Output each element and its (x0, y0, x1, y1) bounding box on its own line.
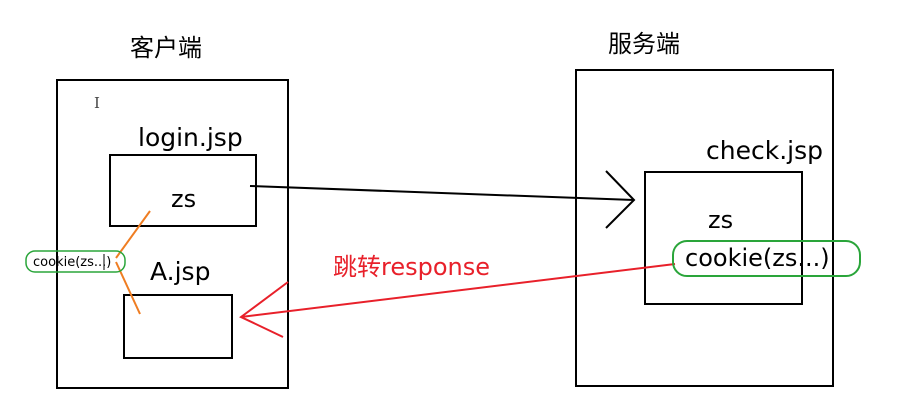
check-jsp-box (644, 171, 803, 305)
client-cookie-outline (25, 250, 126, 273)
login-jsp-value: zs (171, 185, 197, 213)
check-jsp-value: zs (708, 206, 734, 234)
check-jsp-label: check.jsp (706, 136, 823, 165)
a-jsp-label: A.jsp (150, 257, 211, 286)
login-jsp-label: login.jsp (138, 123, 243, 152)
a-jsp-box (123, 294, 233, 359)
client-title: 客户端 (130, 34, 202, 62)
request-arrow (249, 170, 636, 229)
client-cookie-label: cookie(zs...) (33, 255, 112, 270)
client-box (56, 79, 289, 389)
text-cursor-icon: I (94, 94, 100, 112)
server-title: 服务端 (608, 30, 680, 58)
server-box (575, 69, 834, 387)
response-arrow (239, 263, 676, 338)
server-cookie-label: cookie(zs...) (685, 244, 830, 272)
response-label: 跳转response (333, 253, 491, 281)
login-jsp-box (109, 154, 257, 227)
server-cookie-outline (672, 240, 861, 277)
